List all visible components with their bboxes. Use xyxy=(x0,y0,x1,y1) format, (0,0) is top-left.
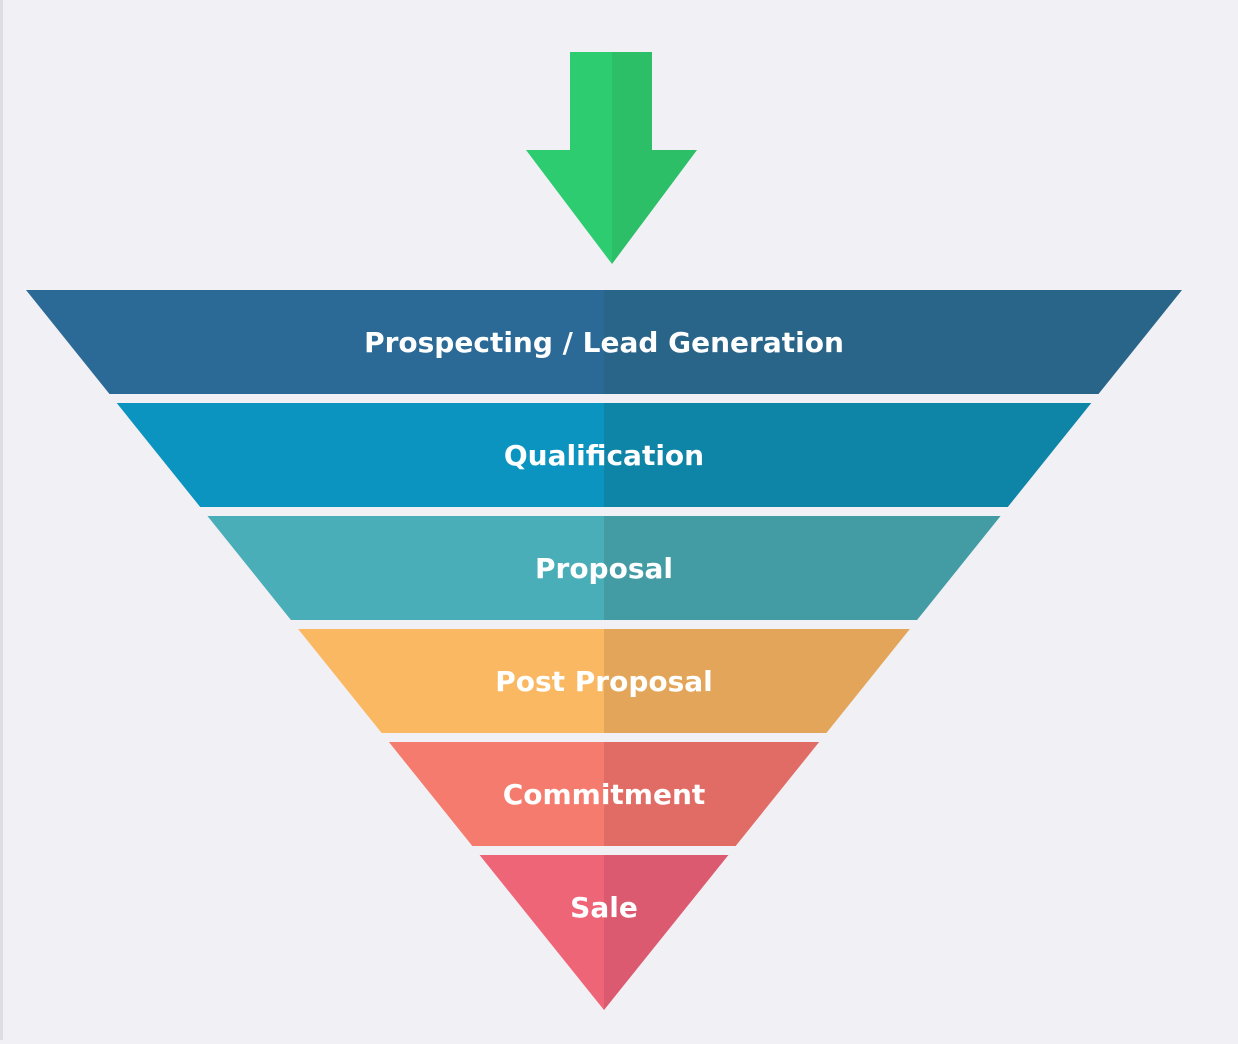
funnel-stage: Post Proposal xyxy=(298,629,910,733)
funnel-stage-left-half xyxy=(207,516,604,620)
funnel-stage-label: Post Proposal xyxy=(495,665,713,698)
down-arrow-right-half xyxy=(612,52,697,264)
funnel-stage-right-half xyxy=(604,516,1001,620)
funnel-stage-left-half xyxy=(479,855,604,1010)
funnel-stages: Prospecting / Lead GenerationQualificati… xyxy=(26,290,1182,1010)
funnel-stage-label: Sale xyxy=(570,891,638,924)
funnel-stage: Sale xyxy=(479,855,729,1010)
funnel-stage-left-half xyxy=(26,290,604,394)
page-left-border xyxy=(0,0,3,1040)
funnel-stage-right-half xyxy=(604,403,1092,507)
down-arrow-left-half xyxy=(526,52,612,264)
funnel-stage-label: Prospecting / Lead Generation xyxy=(364,326,844,359)
funnel-stage-left-half xyxy=(116,403,604,507)
down-arrow-icon xyxy=(526,52,697,264)
funnel-stage-right-half xyxy=(604,629,910,733)
funnel-stage-right-half xyxy=(604,290,1182,394)
funnel-stage-left-half xyxy=(388,742,604,846)
funnel-stage-left-half xyxy=(298,629,604,733)
funnel-stage-label: Commitment xyxy=(503,778,706,811)
funnel-stage: Commitment xyxy=(388,742,820,846)
funnel-stage: Proposal xyxy=(207,516,1001,620)
funnel-stage-label: Proposal xyxy=(535,552,673,585)
funnel-stage-right-half xyxy=(604,742,820,846)
funnel-stage-label: Qualification xyxy=(504,439,704,472)
funnel-stage: Qualification xyxy=(116,403,1092,507)
funnel-stage: Prospecting / Lead Generation xyxy=(26,290,1182,394)
funnel-stage-right-half xyxy=(604,855,729,1010)
